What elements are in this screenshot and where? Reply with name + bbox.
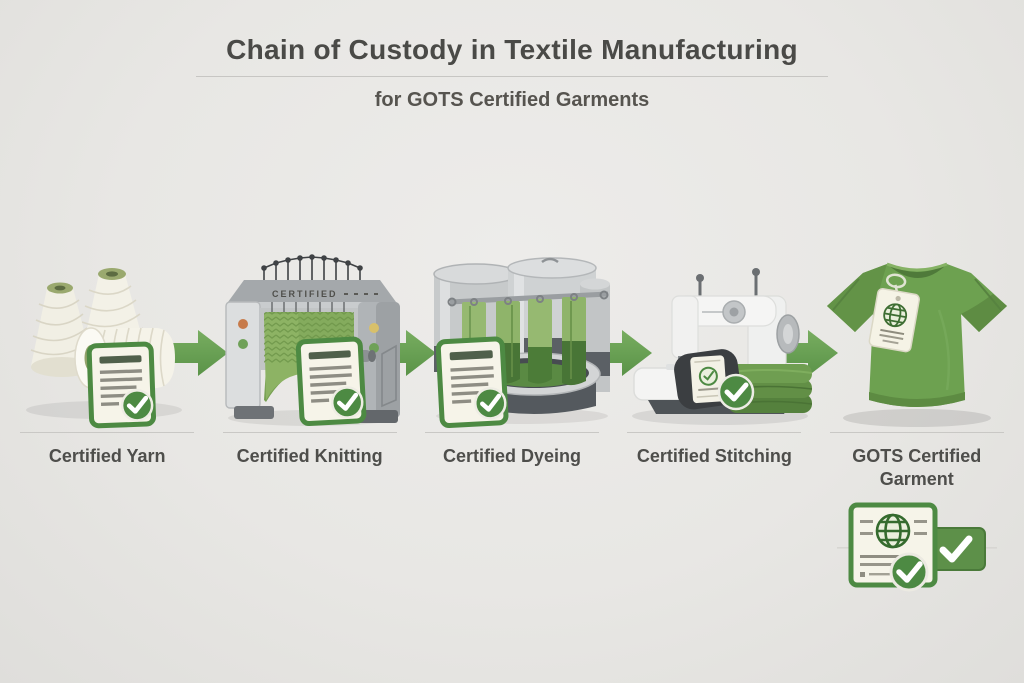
- globe-icon: [883, 303, 907, 328]
- knitting-machine-icon: CERTIFIED: [212, 250, 408, 430]
- stage-caption: Certified Yarn: [6, 432, 208, 468]
- tshirt-icon: [826, 262, 1007, 407]
- flow-arrow-icon: [156, 330, 228, 376]
- gots-certificate-globe-check-icon: [816, 500, 1018, 599]
- page-title: Chain of Custody in Textile Manufacturin…: [226, 34, 798, 65]
- stage-label: Certified Yarn: [48, 446, 166, 466]
- divider: [424, 432, 599, 433]
- machine-text: CERTIFIED: [272, 289, 338, 299]
- indicator-light: [237, 339, 248, 349]
- flow-arrow-icon: [580, 330, 652, 376]
- title-divider: [196, 76, 828, 77]
- stage-label: GOTS Certified Garment: [852, 446, 982, 489]
- stage-label: Certified Knitting: [236, 446, 383, 466]
- check-icon: [718, 373, 755, 411]
- check-icon: [474, 387, 507, 420]
- tshirt-with-tag-icon: [819, 250, 1015, 430]
- needle-row-icon: [260, 254, 363, 284]
- yarn-spools-icon: [9, 250, 205, 430]
- stage-certified-dyeing: Certified Dyeing: [411, 250, 613, 599]
- check-icon: [121, 389, 154, 422]
- flow-arrow-icon: [364, 330, 436, 376]
- stage-certified-yarn: Certified Yarn: [6, 250, 208, 599]
- check-icon: [330, 386, 364, 419]
- stage-caption: GOTS Certified Garment: [816, 432, 1018, 599]
- header: Chain of Custody in Textile Manufacturin…: [0, 34, 1024, 112]
- stage-caption: Certified Stitching: [613, 432, 815, 468]
- divider: [829, 432, 1004, 433]
- certificate-check-icon: [435, 336, 509, 429]
- flow-arrow-icon: [766, 330, 838, 376]
- indicator-light: [237, 319, 248, 329]
- certificate-check-icon: [86, 341, 157, 429]
- divider: [627, 432, 802, 433]
- divider: [20, 432, 195, 433]
- globe-hang-tag-icon: [868, 273, 920, 353]
- sewing-machine-icon: [616, 250, 813, 430]
- dye-vats-icon: [414, 250, 610, 430]
- check-badge-icon: [929, 527, 986, 571]
- divider: [222, 432, 397, 433]
- stage-caption: Certified Dyeing: [411, 432, 613, 468]
- indicator-light: [368, 323, 379, 333]
- stage-caption: Certified Knitting: [208, 432, 410, 468]
- stage-certified-knitting: CERTIFIED: [208, 250, 410, 599]
- stage-gots-certified-garment: GOTS Certified Garment: [816, 250, 1018, 599]
- page-subtitle: for GOTS Certified Garments: [374, 89, 650, 111]
- process-flow: Certified Yarn: [6, 250, 1018, 599]
- stage-certified-stitching: Certified Stitching: [613, 250, 815, 599]
- certificate-check-icon: [295, 336, 366, 427]
- globe-icon: [875, 513, 911, 549]
- check-icon: [889, 552, 929, 592]
- stage-label: Certified Dyeing: [442, 446, 581, 466]
- stage-label: Certified Stitching: [636, 446, 792, 466]
